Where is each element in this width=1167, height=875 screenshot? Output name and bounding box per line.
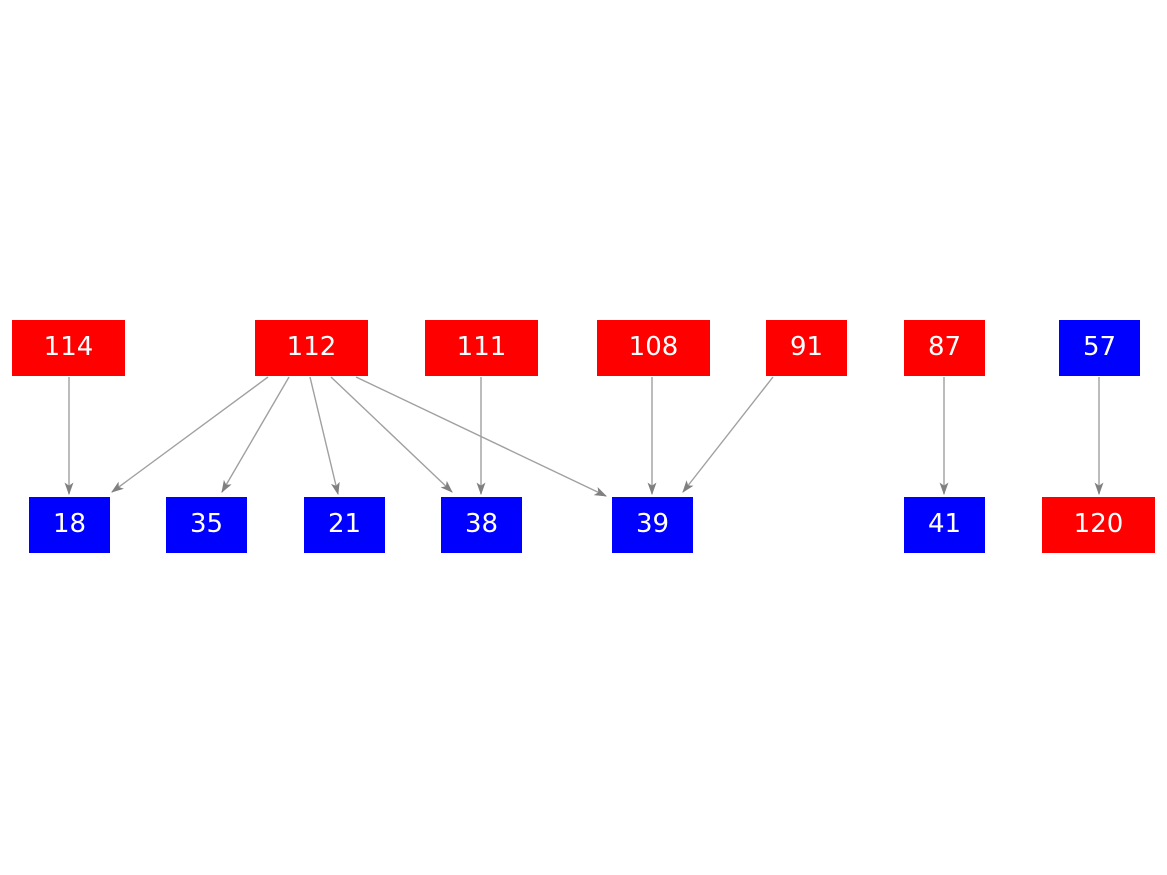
node-label: 41 [927,509,962,539]
edge-n112-to-n21 [309,376,340,496]
node-label: 18 [52,509,87,539]
node-120[interactable]: 120 [1042,497,1155,553]
edge-n112-to-n38 [330,376,453,493]
node-label: 120 [1073,509,1124,539]
node-label: 38 [464,509,499,539]
node-label: 108 [628,332,679,362]
node-108[interactable]: 108 [597,320,710,376]
node-label: 111 [456,332,507,362]
node-label: 114 [43,332,94,362]
edge-n112-to-n39 [355,376,608,497]
node-39[interactable]: 39 [612,497,693,553]
node-21[interactable]: 21 [304,497,385,553]
node-label: 91 [789,332,824,362]
node-57[interactable]: 57 [1059,320,1140,376]
edge-n112-to-n35 [221,376,290,493]
node-label: 21 [327,509,362,539]
node-18[interactable]: 18 [29,497,110,553]
node-114[interactable]: 114 [12,320,125,376]
node-label: 35 [189,509,224,539]
node-label: 39 [635,509,670,539]
node-111[interactable]: 111 [425,320,538,376]
node-87[interactable]: 87 [904,320,985,376]
node-label: 57 [1082,332,1117,362]
node-35[interactable]: 35 [166,497,247,553]
node-38[interactable]: 38 [441,497,522,553]
node-112[interactable]: 112 [255,320,368,376]
edge-n91-to-n39 [682,376,774,493]
node-label: 112 [286,332,337,362]
node-41[interactable]: 41 [904,497,985,553]
node-label: 87 [927,332,962,362]
node-91[interactable]: 91 [766,320,847,376]
edge-n112-to-n18 [111,376,269,493]
edges-group [64,376,1104,497]
